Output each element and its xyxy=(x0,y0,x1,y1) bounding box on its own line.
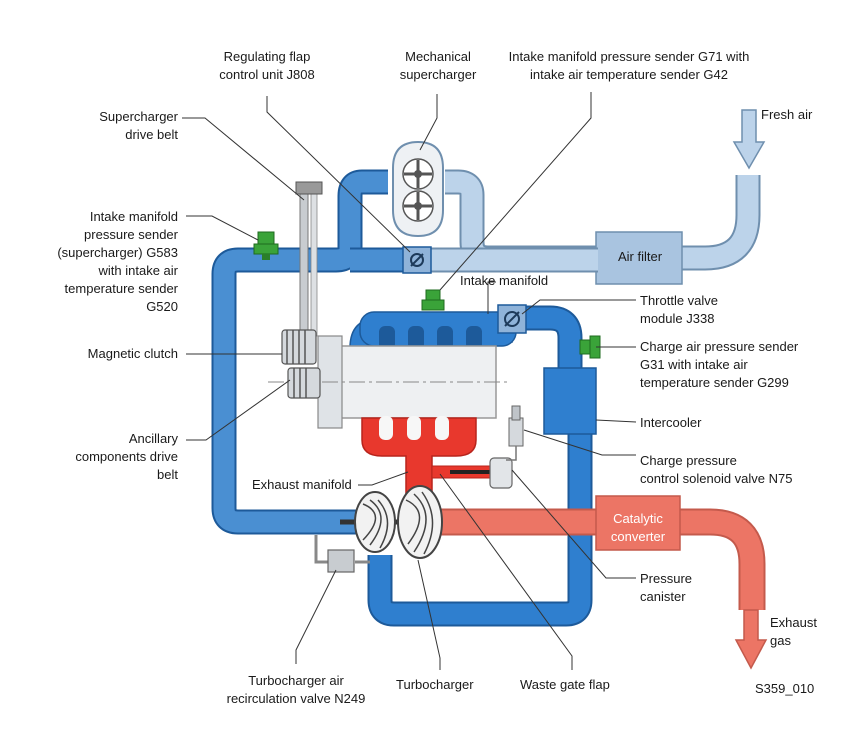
waste-gate-label: Waste gate flap xyxy=(520,677,610,692)
sensor-g583-icon xyxy=(253,231,279,260)
fresh-air-label: Fresh air xyxy=(761,107,813,122)
leader-lines xyxy=(182,92,637,670)
exhaust-gas-arrow xyxy=(734,609,768,670)
sensor-g71-icon xyxy=(421,289,445,311)
air-filter xyxy=(595,231,683,285)
filtered-air-duct xyxy=(445,169,598,271)
engine-block xyxy=(268,335,510,429)
mechanical-supercharger xyxy=(392,140,444,238)
exhaust-pipe xyxy=(432,508,766,610)
throttle-valve-module xyxy=(497,304,527,334)
magnetic-clutch xyxy=(281,329,317,365)
ancillary-pulley xyxy=(287,367,321,399)
charge-air-pressure-label: Charge air pressure sender G31 with inta… xyxy=(640,339,799,390)
catalytic-converter-label: Catalytic converter xyxy=(610,511,666,544)
intake-pressure-g583-label: Intake manifold pressure sender (superch… xyxy=(57,209,178,314)
fresh-air-duct xyxy=(680,175,761,271)
intercooler-label: Intercooler xyxy=(640,415,702,430)
fresh-air-arrow xyxy=(732,109,766,170)
magnetic-clutch-label: Magnetic clutch xyxy=(87,346,178,361)
exhaust-manifold-label: Exhaust manifold xyxy=(252,477,352,492)
exhaust-manifold xyxy=(361,416,499,501)
exhaust-gas-label: Exhaust gas xyxy=(770,615,817,648)
sensor-g31-icon xyxy=(579,335,601,359)
supercharger-drive-belt-label: Supercharger drive belt xyxy=(99,109,178,142)
intercooler xyxy=(543,367,597,435)
charge-air-pipe xyxy=(367,305,593,627)
ancillary-belt-label: Ancillary components drive belt xyxy=(75,431,178,482)
charge-pressure-valve-label: Charge pressure control solenoid valve N… xyxy=(640,453,793,486)
pressure-canister-label: Pressure canister xyxy=(640,571,693,604)
charge-pressure-solenoid-valve xyxy=(506,405,524,461)
regulating-flap-label: Regulating flap control unit J808 xyxy=(219,49,315,82)
turbocharger xyxy=(340,485,443,559)
throttle-valve-label: Throttle valve module J338 xyxy=(640,293,719,326)
figure-code-label: S359_010 xyxy=(755,681,815,696)
turbocharger-label: Turbocharger xyxy=(396,677,474,692)
regulating-flap-unit xyxy=(402,246,432,274)
recirc-valve-label: Turbocharger air recirculation valve N24… xyxy=(226,673,366,706)
air-filter-label: Air filter xyxy=(618,249,663,264)
catalytic-converter xyxy=(595,495,681,551)
recirculation-valve xyxy=(314,535,370,573)
pressure-canister xyxy=(450,457,513,489)
mechanical-supercharger-label: Mechanical supercharger xyxy=(399,49,477,82)
intake-pressure-g71-label: Intake manifold pressure sender G71 with… xyxy=(508,49,750,82)
intake-manifold-label: Intake manifold xyxy=(460,273,549,288)
